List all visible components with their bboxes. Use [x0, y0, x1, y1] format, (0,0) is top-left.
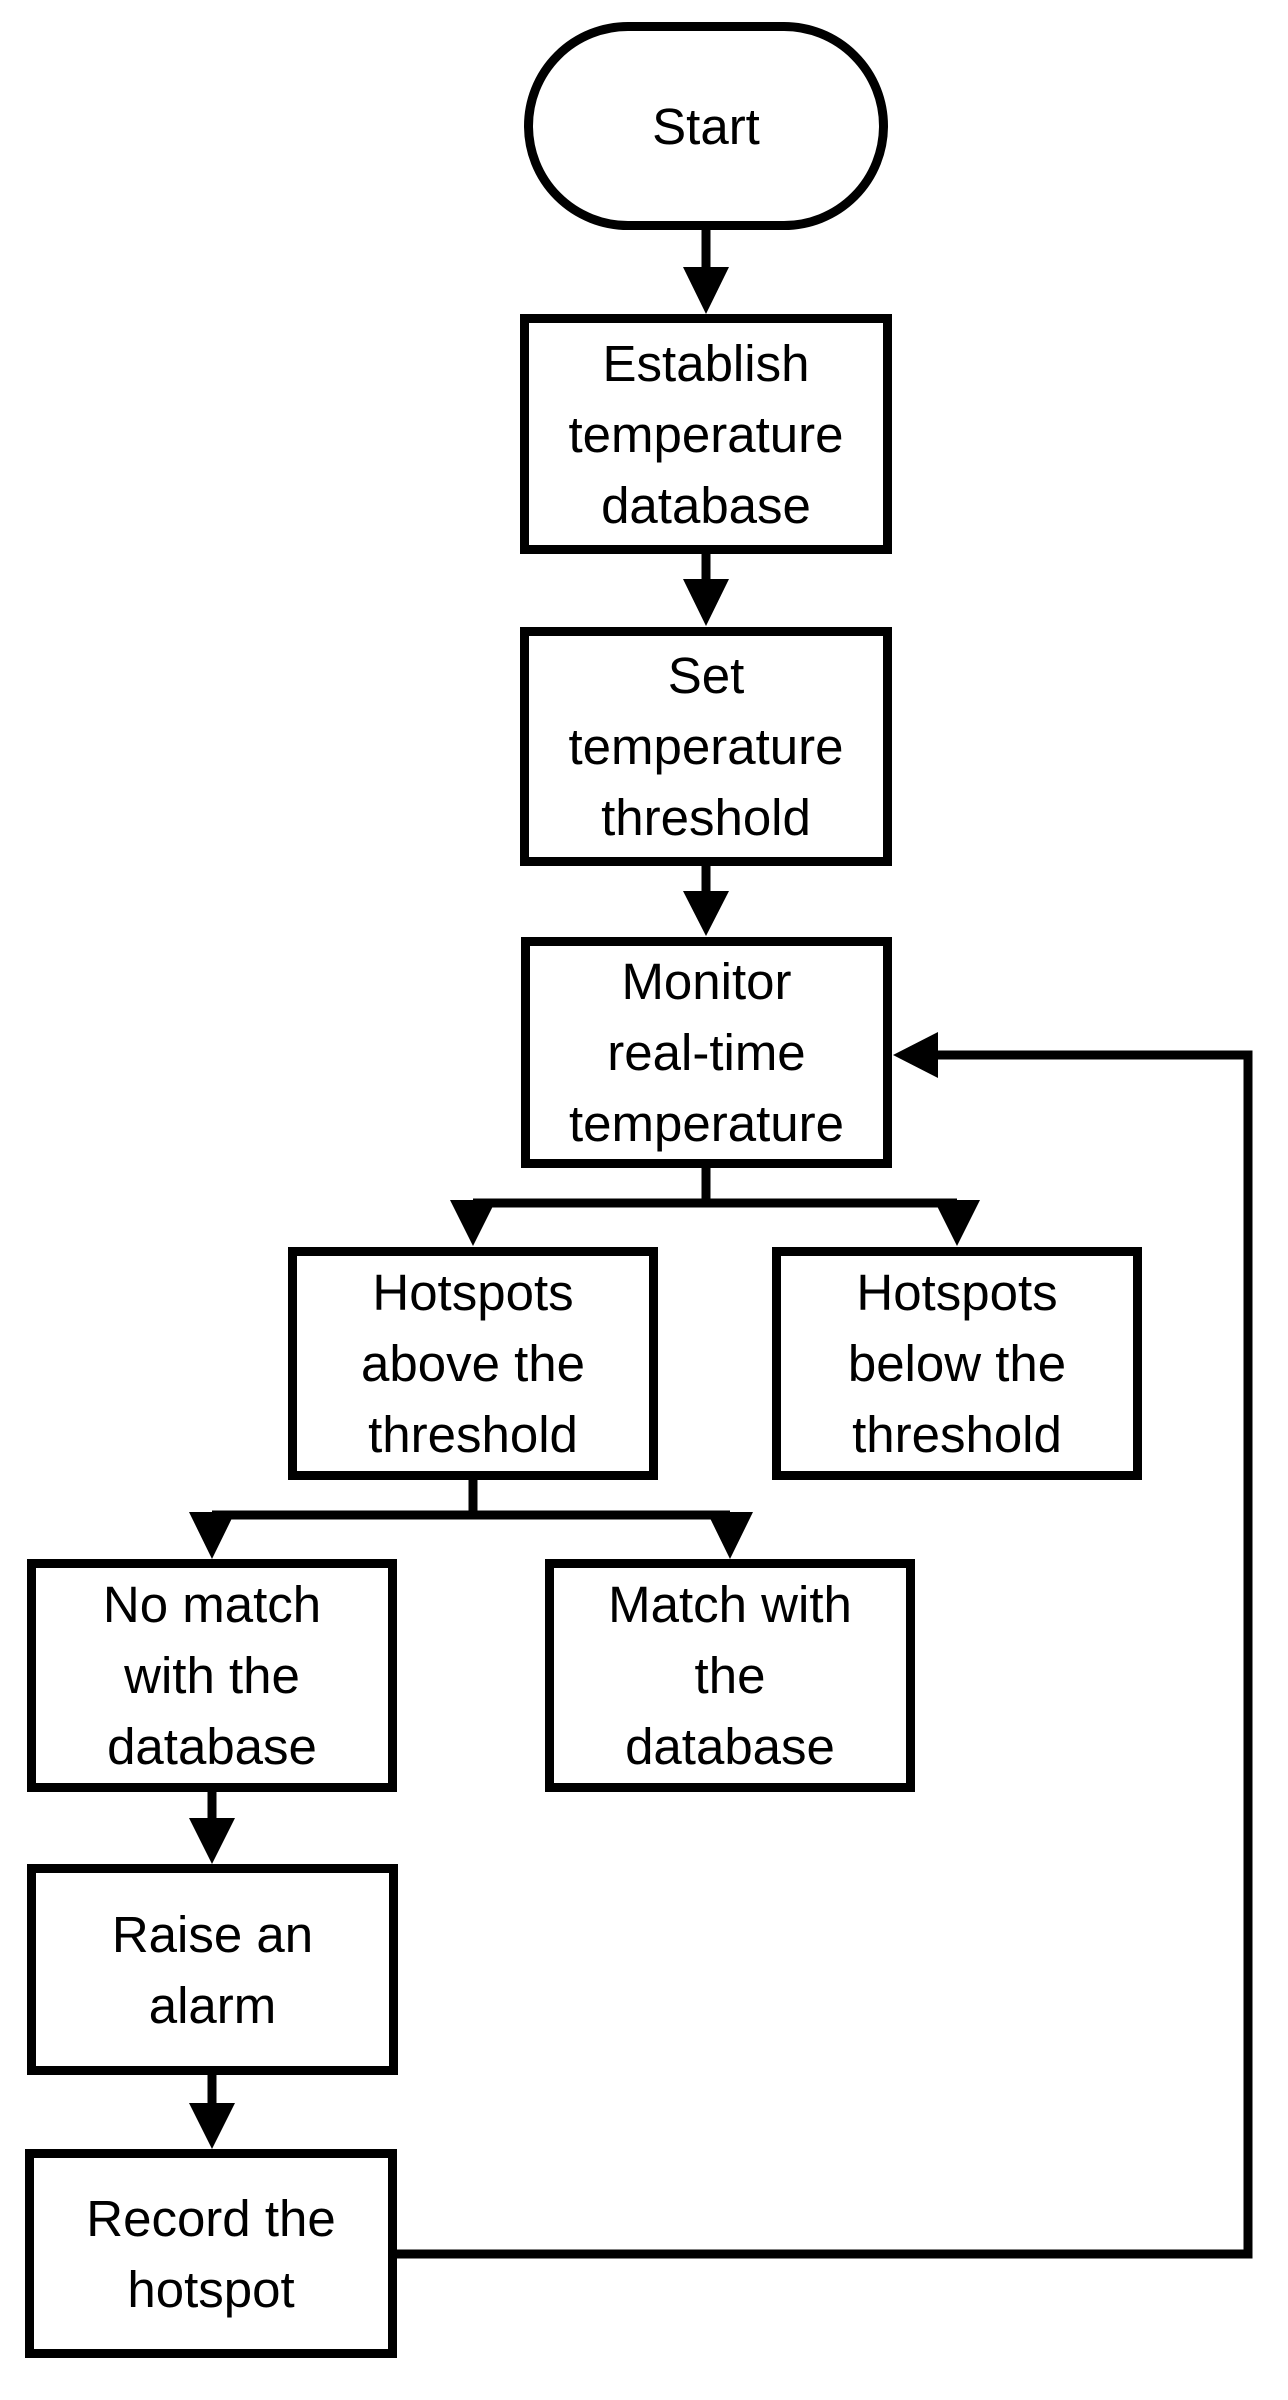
node-establish-label: Establish temperature database	[568, 334, 844, 534]
node-record-the-hotspot: Record the hotspot	[25, 2149, 397, 2358]
node-set-temperature-threshold: Set temperature threshold	[520, 627, 892, 866]
arrowhead-down-icon	[450, 1200, 496, 1246]
node-match-label: Match with the database	[608, 1576, 852, 1775]
edge-monitor-branch-to-hotspots	[450, 1166, 980, 1246]
node-start: Start	[524, 22, 888, 230]
edge-no-match-to-raise-alarm	[189, 1790, 235, 1864]
edge-start-to-establish	[683, 228, 729, 314]
arrowhead-down-icon	[683, 579, 729, 626]
arrowhead-down-icon	[683, 891, 729, 936]
node-record-hotspot-label: Record the hotspot	[86, 2189, 336, 2318]
node-hotspots-below-label: Hotspots below the threshold	[847, 1264, 1067, 1463]
arrowhead-down-icon	[683, 267, 729, 314]
edge-raise-alarm-to-record-hotspot	[189, 2073, 235, 2149]
arrowhead-down-icon	[707, 1512, 753, 1559]
edge-set-threshold-to-monitor	[683, 863, 729, 936]
node-raise-alarm-label: Raise an alarm	[111, 1905, 314, 2034]
arrowhead-down-icon	[189, 2103, 235, 2149]
arrowhead-down-icon	[934, 1200, 980, 1246]
node-hotspots-above-threshold: Hotspots above the threshold	[288, 1247, 658, 1480]
node-set-threshold-label: Set temperature threshold	[568, 647, 844, 846]
node-match-with-database: Match with the database	[545, 1559, 915, 1792]
node-hotspots-below-threshold: Hotspots below the threshold	[772, 1247, 1142, 1480]
node-monitor-label: Monitor real-time temperature	[569, 953, 844, 1152]
node-no-match-with-database: No match with the database	[27, 1559, 397, 1792]
node-hotspots-above-label: Hotspots above the threshold	[360, 1264, 586, 1463]
arrowhead-down-icon	[189, 1818, 235, 1864]
node-monitor-realtime-temperature: Monitor real-time temperature	[521, 937, 892, 1168]
node-raise-an-alarm: Raise an alarm	[27, 1864, 398, 2075]
arrowhead-down-icon	[189, 1512, 235, 1559]
node-establish-temperature-database: Establish temperature database	[520, 314, 892, 554]
arrowhead-left-icon	[893, 1032, 938, 1078]
edge-establish-to-set-threshold	[683, 551, 729, 626]
node-no-match-label: No match with the database	[102, 1576, 322, 1775]
edge-hotspots-above-branch-to-match	[189, 1478, 753, 1559]
node-start-label: Start	[652, 97, 760, 155]
